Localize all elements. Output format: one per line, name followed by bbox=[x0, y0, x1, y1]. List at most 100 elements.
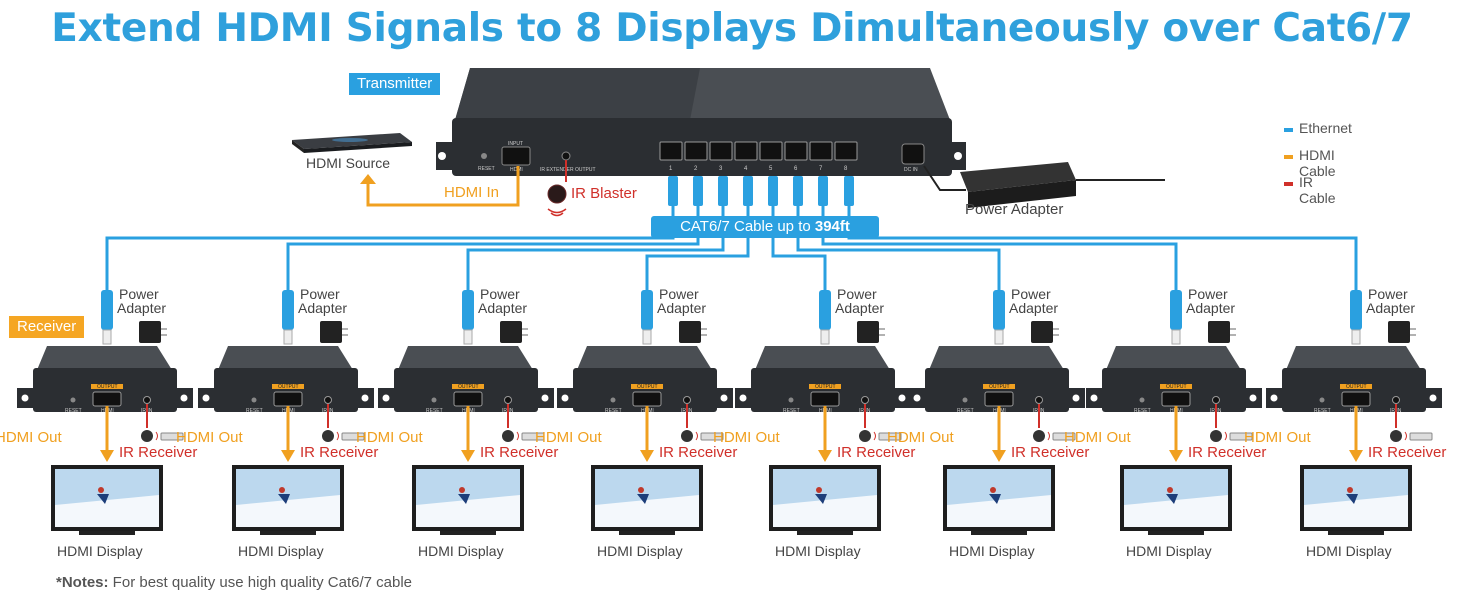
hdmi-display-label: HDMI Display bbox=[597, 543, 683, 559]
rx-reset-label: RESET bbox=[605, 408, 622, 414]
hdmi-out-label: HDMI Out bbox=[0, 429, 62, 446]
port-number: 3 bbox=[719, 166, 723, 172]
port-number: 5 bbox=[769, 166, 773, 172]
ir-receiver-label: IR Receiver bbox=[1188, 444, 1267, 461]
hdmi-display-label: HDMI Display bbox=[238, 543, 324, 559]
rx-reset-label: RESET bbox=[783, 408, 800, 414]
power-adapter-label: Power bbox=[1188, 286, 1228, 302]
ethernet-plug bbox=[693, 176, 703, 206]
legend-swatch bbox=[1284, 128, 1293, 132]
hdmi-source-device bbox=[292, 133, 412, 153]
rx-output-label: OUTPUT bbox=[989, 384, 1010, 390]
hdmi-display-label: HDMI Display bbox=[57, 543, 143, 559]
rj45-port bbox=[659, 141, 683, 161]
ir-receiver-icon bbox=[1033, 430, 1045, 442]
ir-receiver-icon bbox=[681, 430, 693, 442]
port-number: 7 bbox=[819, 166, 823, 172]
power-adapter-label: Power bbox=[837, 286, 877, 302]
power-adapter-label: Adapter bbox=[1366, 300, 1416, 316]
power-adapter-label: Adapter bbox=[657, 300, 707, 316]
rx-output-label: OUTPUT bbox=[637, 384, 658, 390]
power-adapter-label: Adapter bbox=[117, 300, 167, 316]
ethernet-plug bbox=[768, 176, 778, 206]
hdmi-display-label: HDMI Display bbox=[949, 543, 1035, 559]
hdmi-out-label: HDMI Out bbox=[1244, 429, 1311, 446]
ir-receiver-label: IR Receiver bbox=[837, 444, 916, 461]
rx-reset-label: RESET bbox=[1134, 408, 1151, 414]
receiver-tag: Receiver bbox=[9, 316, 85, 338]
ir-receiver-label: IR Receiver bbox=[1368, 444, 1447, 461]
rx-output-label: OUTPUT bbox=[1346, 384, 1367, 390]
ir-receiver-icon bbox=[859, 430, 871, 442]
notes-text: For best quality use high quality Cat6/7… bbox=[108, 574, 413, 591]
transmitter-tag: Transmitter bbox=[349, 73, 441, 95]
rj45-port bbox=[684, 141, 708, 161]
power-adapter-label: Adapter bbox=[478, 300, 528, 316]
hdmi-out-label: HDMI Out bbox=[535, 429, 602, 446]
notes-label: *Notes: bbox=[56, 574, 109, 591]
power-adapter-icon bbox=[1388, 321, 1410, 343]
power-adapter-label: Power bbox=[119, 286, 159, 302]
rj45-port bbox=[809, 141, 833, 161]
legend-swatch bbox=[1284, 155, 1293, 159]
main-power-adapter bbox=[923, 162, 1165, 208]
cable-distance-banner: CAT6/7 Cable up to 394ft bbox=[651, 216, 879, 238]
port-number: 6 bbox=[794, 166, 798, 172]
hdmi-in-cable bbox=[366, 166, 520, 207]
hdmi-out-label: HDMI Out bbox=[356, 429, 423, 446]
power-adapter-icon bbox=[1208, 321, 1230, 343]
power-adapter-icon bbox=[679, 321, 701, 343]
ethernet-plug bbox=[668, 176, 678, 206]
page-title: Extend HDMI Signals to 8 Displays Dimult… bbox=[51, 6, 1413, 51]
hdmi-out-label: HDMI Out bbox=[1064, 429, 1131, 446]
legend-label: HDMI Cable bbox=[1299, 147, 1336, 179]
power-adapter-icon bbox=[139, 321, 161, 343]
ir-receiver-label: IR Receiver bbox=[480, 444, 559, 461]
power-adapter-icon bbox=[1031, 321, 1053, 343]
ethernet-plug bbox=[718, 176, 728, 206]
rx-reset-label: RESET bbox=[246, 408, 263, 414]
hdmi-source-label: HDMI Source bbox=[306, 155, 391, 171]
ethernet-cable bbox=[286, 206, 700, 290]
power-adapter-icon bbox=[320, 321, 342, 343]
ethernet-cable bbox=[847, 206, 1358, 290]
legend-label: IR Cable bbox=[1299, 174, 1336, 206]
ir-receiver-icon bbox=[1210, 430, 1222, 442]
tx-dc-in-label: DC IN bbox=[904, 167, 918, 173]
rj45-port bbox=[734, 141, 758, 161]
cable-distance-value: 394ft bbox=[814, 218, 850, 235]
ethernet-plug bbox=[844, 176, 854, 206]
port-number: 2 bbox=[694, 166, 698, 172]
power-adapter-label: Power bbox=[1011, 286, 1051, 302]
power-adapter-icon bbox=[500, 321, 522, 343]
rx-output-label: OUTPUT bbox=[458, 384, 479, 390]
legend-swatch bbox=[1284, 182, 1293, 186]
ir-blaster bbox=[547, 160, 567, 217]
tx-ir-ext-label: IR EXTENDER OUTPUT bbox=[540, 167, 596, 173]
ir-receiver-label: IR Receiver bbox=[119, 444, 198, 461]
rx-output-label: OUTPUT bbox=[815, 384, 836, 390]
hdmi-out-label: HDMI Out bbox=[176, 429, 243, 446]
power-adapter-label: Adapter bbox=[1186, 300, 1236, 316]
rx-reset-label: RESET bbox=[426, 408, 443, 414]
tx-hdmi-label: HDMI bbox=[510, 167, 523, 173]
tx-input-label: INPUT bbox=[508, 141, 523, 147]
ir-receiver-icon bbox=[1390, 430, 1402, 442]
power-adapter-label: Adapter bbox=[835, 300, 885, 316]
power-adapter-label: Adapter bbox=[298, 300, 348, 316]
power-adapter-icon bbox=[857, 321, 879, 343]
hdmi-in-label: HDMI In bbox=[444, 184, 500, 201]
ethernet-plug bbox=[818, 176, 828, 206]
hdmi-display-label: HDMI Display bbox=[418, 543, 504, 559]
rx-output-label: OUTPUT bbox=[97, 384, 118, 390]
rx-reset-label: RESET bbox=[1314, 408, 1331, 414]
legend-label: Ethernet bbox=[1299, 120, 1352, 136]
power-adapter-label: Adapter bbox=[1009, 300, 1059, 316]
